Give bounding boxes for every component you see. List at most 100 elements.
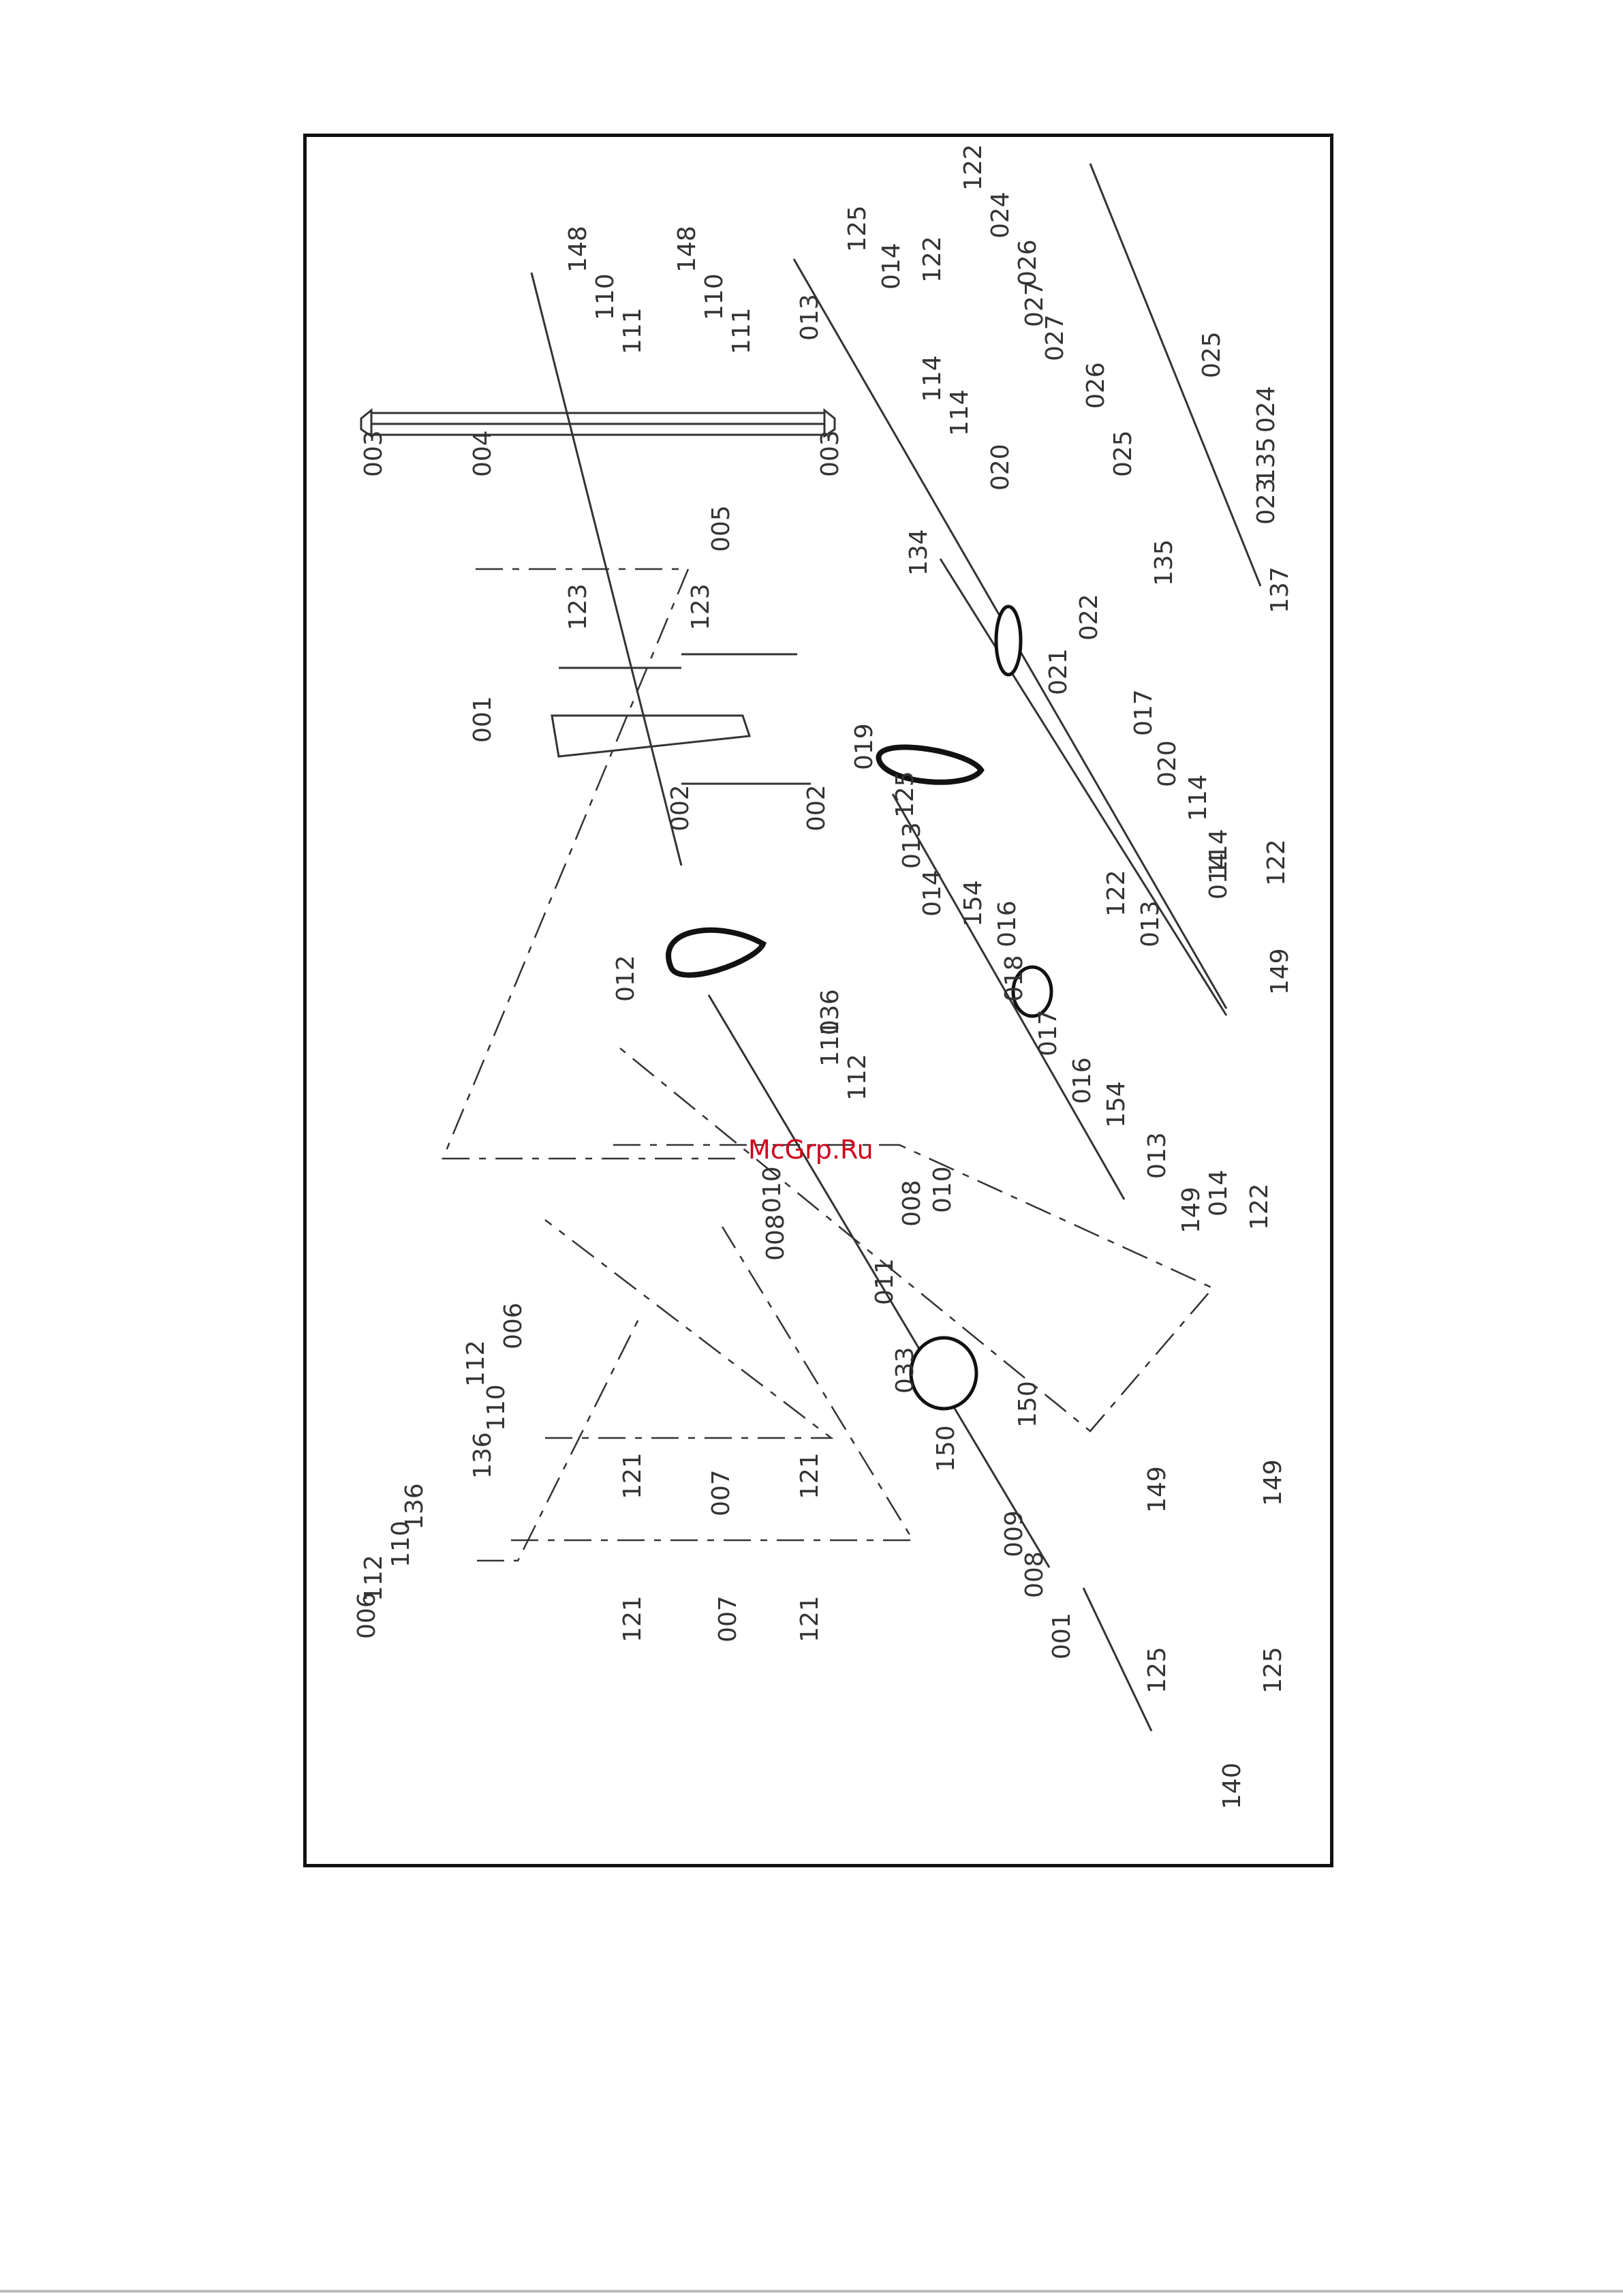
pulley-022 xyxy=(994,604,1023,677)
part-label-121: 121 xyxy=(619,1595,647,1642)
part-label-025: 025 xyxy=(1109,430,1137,477)
belt-019 xyxy=(876,744,985,785)
part-label-008: 008 xyxy=(1021,1551,1049,1598)
part-label-008: 008 xyxy=(762,1214,790,1261)
part-label-017: 017 xyxy=(1130,689,1158,736)
part-label-122: 122 xyxy=(1263,839,1290,886)
part-label-024: 024 xyxy=(987,192,1015,239)
part-label-022: 022 xyxy=(1075,594,1103,641)
part-label-137: 137 xyxy=(1266,566,1294,613)
part-label-005: 005 xyxy=(707,505,735,552)
part-label-017: 017 xyxy=(1034,1009,1062,1056)
part-label-150: 150 xyxy=(932,1425,960,1472)
part-label-122: 122 xyxy=(1102,870,1130,917)
part-label-013: 013 xyxy=(1143,1132,1171,1179)
part-label-014: 014 xyxy=(918,870,946,917)
part-label-001: 001 xyxy=(469,696,497,743)
part-label-020: 020 xyxy=(1154,740,1181,787)
part-label-150: 150 xyxy=(1014,1381,1042,1428)
part-label-004: 004 xyxy=(469,430,497,477)
part-label-140: 140 xyxy=(1218,1762,1246,1809)
bottom-rule xyxy=(0,2290,1623,2293)
part-label-110: 110 xyxy=(482,1384,510,1431)
part-label-010: 010 xyxy=(758,1166,786,1213)
part-label-135: 135 xyxy=(1150,539,1178,586)
part-label-011: 011 xyxy=(871,1258,899,1305)
part-label-020: 020 xyxy=(987,444,1015,491)
part-label-135: 135 xyxy=(1252,437,1280,484)
part-label-027: 027 xyxy=(1041,314,1069,361)
belts xyxy=(666,744,985,978)
part-label-110: 110 xyxy=(387,1520,415,1567)
watermark-text: McGrp.Ru xyxy=(748,1135,874,1165)
part-label-019: 019 xyxy=(850,723,878,770)
part-label-013: 013 xyxy=(796,294,824,341)
pulley-018 xyxy=(1011,965,1053,1018)
part-label-002: 002 xyxy=(666,784,694,831)
part-label-013: 013 xyxy=(898,822,926,869)
part-label-122: 122 xyxy=(1246,1183,1273,1230)
part-label-014: 014 xyxy=(878,243,906,290)
part-label-112: 112 xyxy=(360,1555,388,1602)
part-label-121: 121 xyxy=(796,1595,824,1642)
part-label-125: 125 xyxy=(844,205,871,252)
part-label-016: 016 xyxy=(993,900,1021,947)
part-label-110: 110 xyxy=(700,273,728,320)
part-label-006: 006 xyxy=(499,1302,527,1349)
part-label-148: 148 xyxy=(673,226,701,273)
part-label-023: 023 xyxy=(1252,478,1280,525)
part-label-112: 112 xyxy=(462,1340,490,1387)
part-label-026: 026 xyxy=(1082,362,1110,409)
part-label-125: 125 xyxy=(1143,1647,1171,1694)
part-001-frame xyxy=(551,653,811,785)
part-label-122: 122 xyxy=(959,144,987,191)
part-label-154: 154 xyxy=(1102,1081,1130,1128)
part-004-bar xyxy=(360,408,836,438)
part-label-014: 014 xyxy=(1205,1169,1233,1216)
part-label-008: 008 xyxy=(898,1180,926,1227)
part-label-003: 003 xyxy=(816,430,844,477)
part-label-003: 003 xyxy=(360,430,388,477)
part-label-114: 114 xyxy=(918,355,946,402)
pulleys xyxy=(909,604,1053,1411)
part-label-114: 114 xyxy=(1184,774,1212,821)
part-label-122: 122 xyxy=(918,236,946,283)
part-label-121: 121 xyxy=(619,1452,647,1499)
pulley-033 xyxy=(909,1336,978,1411)
part-label-013: 013 xyxy=(1137,900,1164,947)
part-label-125: 125 xyxy=(891,771,919,818)
part-label-123: 123 xyxy=(687,583,715,630)
part-label-007: 007 xyxy=(714,1595,742,1642)
part-label-006: 006 xyxy=(353,1592,381,1639)
part-label-111: 111 xyxy=(728,307,756,354)
part-label-016: 016 xyxy=(1068,1057,1096,1104)
part-label-121: 121 xyxy=(796,1452,824,1499)
part-label-018: 018 xyxy=(1000,955,1028,1002)
part-label-110: 110 xyxy=(816,1020,844,1067)
part-label-025: 025 xyxy=(1198,331,1226,378)
part-label-002: 002 xyxy=(803,784,831,831)
part-label-033: 033 xyxy=(891,1347,919,1394)
part-label-136: 136 xyxy=(401,1483,429,1530)
part-label-112: 112 xyxy=(844,1054,871,1101)
part-label-024: 024 xyxy=(1252,386,1280,433)
part-label-111: 111 xyxy=(619,307,647,354)
drawing-frame xyxy=(303,134,1333,1867)
belt-012 xyxy=(666,927,767,978)
part-label-021: 021 xyxy=(1045,648,1072,695)
part-label-149: 149 xyxy=(1143,1466,1171,1513)
part-label-148: 148 xyxy=(564,226,592,273)
part-label-009: 009 xyxy=(1000,1510,1028,1557)
part-label-007: 007 xyxy=(707,1469,735,1516)
part-label-149: 149 xyxy=(1266,948,1294,995)
part-label-114: 114 xyxy=(1205,829,1233,876)
part-label-136: 136 xyxy=(816,989,844,1036)
part-label-125: 125 xyxy=(1259,1647,1287,1694)
part-label-136: 136 xyxy=(469,1432,497,1479)
part-label-010: 010 xyxy=(929,1166,957,1213)
part-label-134: 134 xyxy=(905,529,933,576)
part-label-026: 026 xyxy=(1014,239,1042,286)
